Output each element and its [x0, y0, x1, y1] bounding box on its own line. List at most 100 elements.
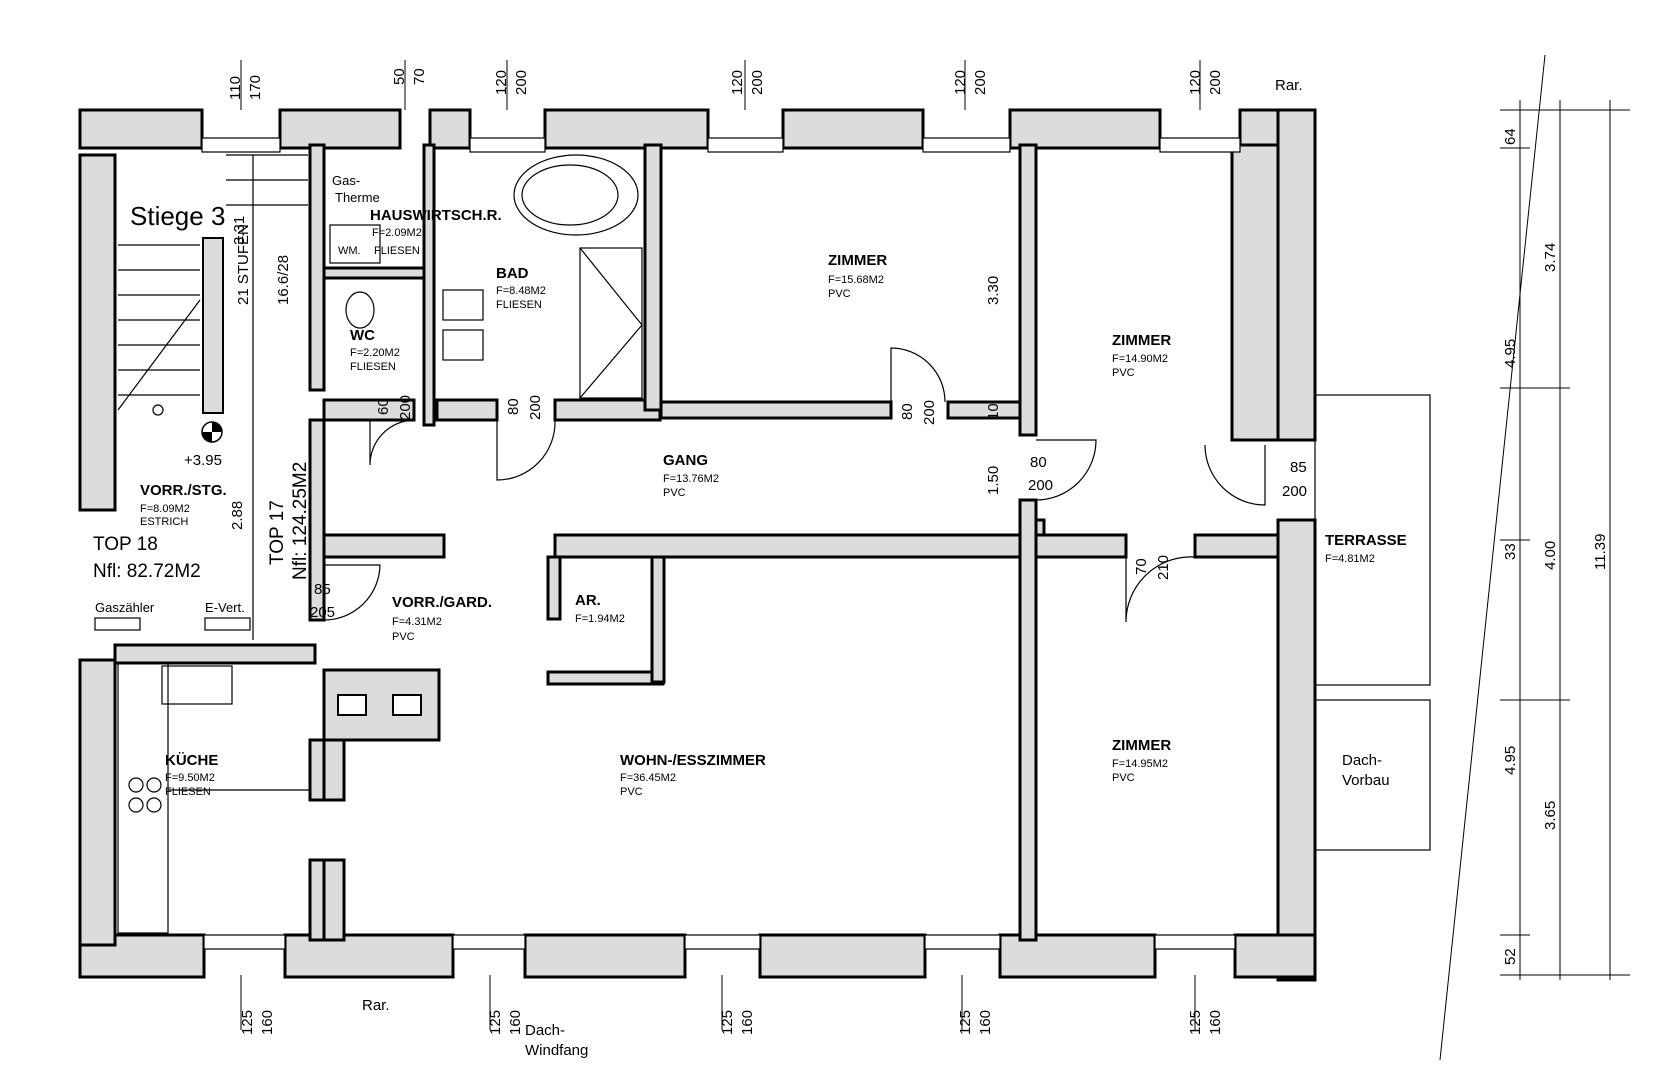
svg-text:FLIESEN: FLIESEN [165, 786, 211, 798]
svg-text:PVC: PVC [1112, 772, 1135, 784]
rar-bottom-label: Rar. [362, 997, 390, 1014]
top18-area: Nfl: 82.72M2 [93, 561, 201, 582]
svg-text:4.95: 4.95 [1502, 746, 1519, 775]
svg-text:F=36.45M2: F=36.45M2 [620, 772, 676, 784]
svg-text:70: 70 [1133, 558, 1150, 575]
small-10-dim: 10 [985, 403, 1002, 420]
gastherme-line1: Gas- [332, 173, 360, 188]
svg-text:210: 210 [1155, 555, 1172, 580]
room-zimmer-2: ZIMMER F=14.90M2 PVC [1112, 332, 1171, 379]
svg-text:HAUSWIRTSCH.R.: HAUSWIRTSCH.R. [370, 207, 502, 224]
svg-text:F=2.09M2: F=2.09M2 [372, 227, 422, 239]
room-ar: AR. F=1.94M2 [575, 592, 625, 625]
svg-text:33: 33 [1502, 543, 1519, 560]
svg-text:160: 160 [1207, 1010, 1224, 1035]
room-hauswirtsch: HAUSWIRTSCH.R. F=2.09M2 FLIESEN [370, 207, 502, 257]
svg-text:BAD: BAD [496, 265, 529, 282]
svg-text:120: 120 [493, 70, 510, 95]
room-vorr-gard: VORR./GARD. F=4.31M2 PVC [392, 594, 492, 643]
right-dims: 64 3.74 33 3.65 52 4.95 4.00 4.95 11.39 [1502, 128, 1609, 965]
kitchen-fixtures [117, 662, 310, 934]
dachvorbau-line2: Vorbau [1342, 772, 1390, 789]
svg-text:FLIESEN: FLIESEN [350, 361, 396, 373]
svg-text:3.74: 3.74 [1542, 243, 1559, 272]
bath-fixtures [329, 154, 643, 399]
svg-text:120: 120 [1187, 70, 1204, 95]
top17-area: Nfl: 124.25M2 [290, 462, 311, 580]
svg-text:F=14.95M2: F=14.95M2 [1112, 758, 1168, 770]
svg-text:120: 120 [729, 70, 746, 95]
gaszaehler-label: Gaszähler [95, 600, 155, 615]
room-zimmer-3: ZIMMER F=14.95M2 PVC [1112, 737, 1171, 784]
svg-text:F=4.81M2: F=4.81M2 [1325, 553, 1375, 565]
dachwindfang-line2: Windfang [525, 1042, 588, 1059]
svg-text:200: 200 [1282, 483, 1307, 500]
level-mark: +3.95 [184, 452, 222, 469]
svg-text:125: 125 [487, 1010, 504, 1035]
svg-text:80: 80 [505, 398, 522, 415]
svg-text:125: 125 [957, 1010, 974, 1035]
gastherme-line2: Therme [335, 190, 380, 205]
stair-rise: 16.6/28 [275, 255, 292, 305]
svg-text:125: 125 [1187, 1010, 1204, 1035]
svg-text:FLIESEN: FLIESEN [496, 299, 542, 311]
svg-text:50: 50 [391, 68, 408, 85]
svg-text:PVC: PVC [620, 786, 643, 798]
svg-text:F=1.94M2: F=1.94M2 [575, 613, 625, 625]
svg-text:FLIESEN: FLIESEN [374, 245, 420, 257]
svg-text:200: 200 [972, 70, 989, 95]
svg-text:85: 85 [1290, 459, 1307, 476]
right-dimension-lines [1439, 54, 1630, 1061]
windows [201, 137, 1241, 950]
svg-text:ZIMMER: ZIMMER [1112, 737, 1171, 754]
svg-text:160: 160 [739, 1010, 756, 1035]
room-wohn-ess: WOHN-/ESSZIMMER F=36.45M2 PVC [620, 752, 766, 798]
svg-text:120: 120 [952, 70, 969, 95]
svg-text:F=9.50M2: F=9.50M2 [165, 772, 215, 784]
svg-text:125: 125 [239, 1010, 256, 1035]
svg-text:200: 200 [749, 70, 766, 95]
gang-width-dim: 1.50 [985, 466, 1002, 495]
room-terrasse: TERRASSE F=4.81M2 [1325, 532, 1407, 565]
svg-text:200: 200 [1028, 477, 1053, 494]
stair-steps: 21 STUFEN [235, 224, 252, 305]
door-swings [323, 347, 1266, 623]
svg-text:WOHN-/ESSZIMMER: WOHN-/ESSZIMMER [620, 752, 766, 769]
svg-text:F=14.90M2: F=14.90M2 [1112, 353, 1168, 365]
svg-text:TERRASSE: TERRASSE [1325, 532, 1407, 549]
stair-graphic [117, 154, 308, 640]
evert-label: E-Vert. [205, 600, 245, 615]
svg-text:WC: WC [350, 327, 375, 344]
room-kueche: KÜCHE F=9.50M2 FLIESEN [165, 752, 218, 798]
svg-text:200: 200 [513, 70, 530, 95]
svg-text:ESTRICH: ESTRICH [140, 516, 188, 528]
svg-text:170: 170 [247, 75, 264, 100]
stair-title: Stiege 3 [130, 201, 225, 231]
z1-width-dim: 3.30 [985, 276, 1002, 305]
svg-text:200: 200 [397, 395, 414, 420]
svg-text:VORR./STG.: VORR./STG. [140, 482, 227, 499]
svg-text:70: 70 [411, 68, 428, 85]
svg-text:110: 110 [227, 76, 244, 100]
svg-text:KÜCHE: KÜCHE [165, 752, 218, 769]
svg-text:GANG: GANG [663, 452, 708, 469]
svg-text:ZIMMER: ZIMMER [828, 252, 887, 269]
wm-label: WM. [338, 245, 361, 257]
svg-text:F=13.76M2: F=13.76M2 [663, 473, 719, 485]
svg-text:64: 64 [1502, 128, 1519, 145]
svg-text:3.65: 3.65 [1542, 801, 1559, 830]
svg-text:F=8.48M2: F=8.48M2 [496, 285, 546, 297]
svg-text:160: 160 [977, 1010, 994, 1035]
svg-text:4.95: 4.95 [1502, 339, 1519, 368]
room-zimmer-1: ZIMMER F=15.68M2 PVC [828, 252, 887, 300]
walls [78, 108, 1317, 982]
svg-text:200: 200 [921, 400, 938, 425]
svg-text:PVC: PVC [392, 631, 415, 643]
svg-text:PVC: PVC [1112, 367, 1135, 379]
svg-text:160: 160 [507, 1010, 524, 1035]
svg-text:125: 125 [719, 1010, 736, 1035]
svg-text:80: 80 [899, 403, 916, 420]
svg-text:AR.: AR. [575, 592, 601, 609]
svg-text:F=4.31M2: F=4.31M2 [392, 616, 442, 628]
